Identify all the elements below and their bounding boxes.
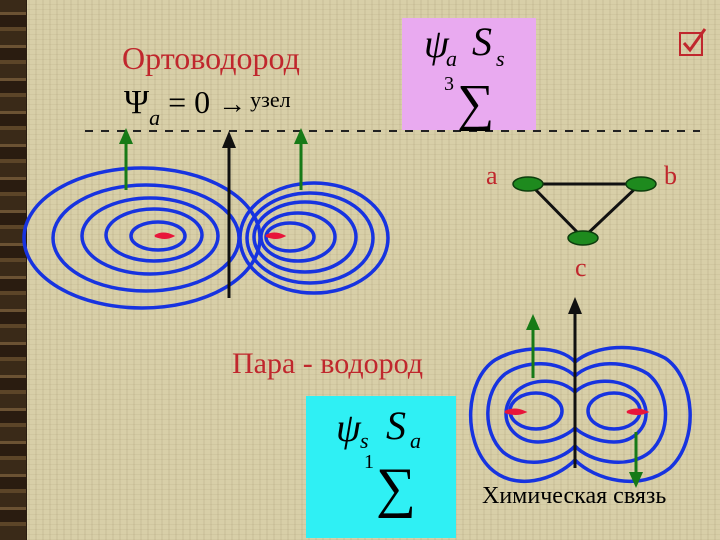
right-contour-3: [252, 200, 358, 274]
ortho-box-psi: ψ: [424, 21, 449, 66]
left-nucleus: [154, 232, 176, 239]
node-b-label: b: [664, 161, 677, 190]
para-box-psi: ψ: [336, 405, 361, 450]
edge-b-c: [581, 182, 642, 240]
para-symmetry-box: ψ s S a 1 ∑: [306, 396, 456, 538]
triangle-graph: [512, 176, 657, 246]
formula-node-word: узел: [250, 87, 291, 112]
node-b-dot: [625, 176, 657, 192]
left-contour-1: [22, 166, 262, 310]
ortho-box-psi-sub: a: [446, 46, 457, 71]
edge-a-c: [528, 182, 585, 240]
para-box-sigma: ∑: [376, 457, 416, 519]
para-box-S-sub: a: [410, 428, 421, 453]
para-hydrogen-title: Пара - водород: [232, 347, 424, 380]
right-contour-2: [245, 191, 375, 285]
para-contour-outer: [469, 345, 692, 483]
left-contour-4: [104, 207, 204, 263]
ortho-hydrogen-title: Ортоводород: [122, 40, 300, 76]
formula-psi: Ψ: [124, 84, 150, 121]
para-down-arrow-head: [629, 472, 643, 488]
left-spin-arrow-head: [119, 128, 133, 144]
node-c-dot: [567, 230, 599, 246]
para-arrows: [526, 297, 643, 488]
ortho-box-S-sub: s: [496, 46, 505, 71]
para-left-nucleus: [504, 408, 528, 415]
para-up-arrow-head: [526, 314, 540, 330]
right-contour-4: [259, 211, 337, 263]
right-atom-contours: [238, 181, 390, 295]
ortho-symmetry-box: ψ a S s 3 ∑: [402, 18, 536, 130]
right-nucleus: [265, 232, 287, 239]
para-right-nucleus: [626, 408, 650, 415]
chemical-bond-label: Химическая связь: [482, 483, 667, 509]
para-box-number: 1: [364, 451, 374, 473]
formula-equals-zero: = 0: [168, 84, 211, 120]
left-contour-3: [80, 196, 220, 276]
ortho-box-S: S: [472, 19, 492, 64]
right-spin-arrow-head: [294, 128, 308, 144]
para-box-psi-sub: s: [360, 428, 369, 453]
para-black-arrow-head: [568, 297, 582, 314]
node-a-label: a: [486, 161, 498, 190]
ortho-box-sigma: ∑: [457, 75, 495, 132]
para-contours: [469, 345, 692, 483]
formula-psi-subscript: a: [149, 105, 161, 130]
right-contour-1: [238, 181, 390, 295]
para-box-S: S: [386, 403, 406, 448]
left-contour-5: [129, 220, 187, 252]
checkbox-checked-icon: [677, 28, 707, 58]
formula-arrow: →: [218, 89, 247, 120]
node-c-label: c: [575, 253, 587, 282]
decorative-left-strip: [0, 0, 27, 540]
center-black-arrow-head: [222, 131, 236, 148]
ortho-arrows: [119, 128, 308, 298]
node-a-dot: [512, 176, 544, 192]
ortho-box-number: 3: [444, 73, 454, 95]
ortho-formula: Ψa = 0→узел: [124, 84, 291, 129]
left-atom-contours: [22, 166, 262, 310]
